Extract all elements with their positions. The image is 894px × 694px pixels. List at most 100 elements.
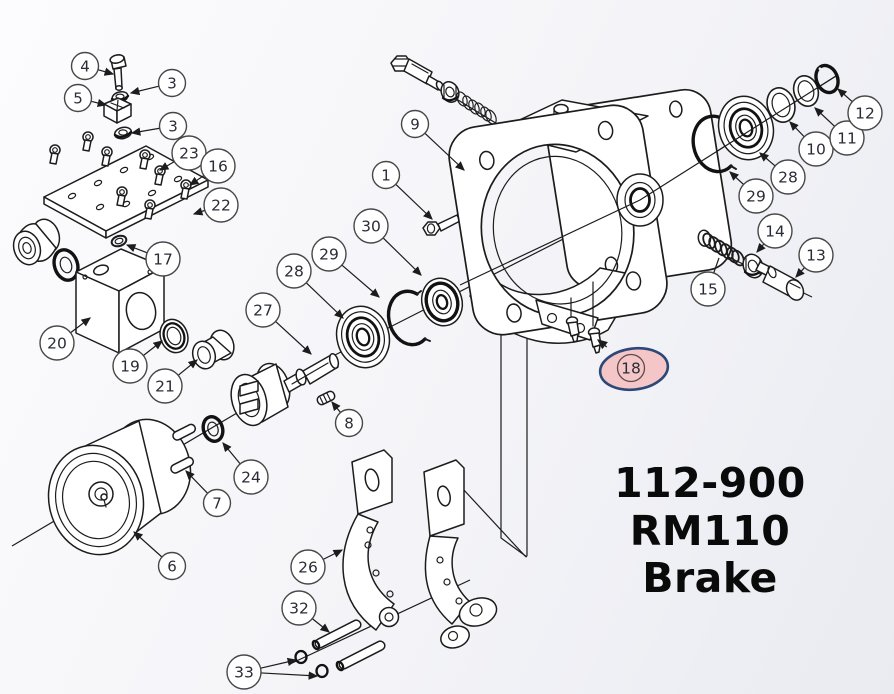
callout-8[interactable]: 8: [331, 401, 364, 438]
part-oring-17: [110, 234, 128, 248]
part-pin-7a: [172, 423, 197, 441]
parts-layer: [12, 54, 840, 679]
callout-14[interactable]: 14: [756, 213, 793, 253]
callout-7[interactable]: 7: [185, 470, 232, 518]
part-brake-drum-6: [47, 418, 192, 556]
callout-23[interactable]: 23: [158, 135, 207, 171]
callout-28[interactable]: 28: [759, 152, 806, 195]
callout-22[interactable]: 22: [192, 187, 239, 223]
callout-26[interactable]: 26: [290, 549, 344, 585]
svg-text:24: 24: [241, 469, 261, 487]
part-bearing-28-right: [717, 95, 775, 161]
part-ring-10: [766, 87, 796, 123]
part-housing-9: [448, 88, 733, 344]
diagram-title: 112-900 RM110 Brake: [560, 459, 860, 603]
callout-6[interactable]: 6: [133, 531, 187, 581]
part-seal-ring-dark: [52, 248, 80, 282]
svg-text:16: 16: [208, 158, 228, 176]
part-valve-spring: [456, 91, 497, 125]
part-piston: [12, 218, 61, 266]
callout-4[interactable]: 4: [70, 51, 115, 81]
part-bolt-4: [109, 54, 127, 91]
svg-text:3: 3: [168, 117, 178, 135]
part-oring-24: [201, 415, 225, 443]
callout-3[interactable]: 3: [130, 111, 188, 141]
callout-12[interactable]: 12: [837, 88, 883, 131]
part-nut-5: [103, 97, 132, 124]
part-pin-7b: [170, 456, 195, 474]
callout-27[interactable]: 27: [245, 292, 312, 355]
svg-text:19: 19: [120, 358, 140, 376]
callout-33[interactable]: 33: [226, 654, 319, 690]
part-spring-15: [702, 232, 745, 267]
svg-text:13: 13: [806, 247, 826, 265]
svg-text:5: 5: [73, 89, 83, 107]
part-circlip-29-left: [386, 289, 431, 347]
callout-3[interactable]: 3: [129, 68, 187, 98]
callout-11[interactable]: 11: [814, 107, 865, 156]
svg-text:9: 9: [410, 115, 420, 133]
svg-text:7: 7: [212, 494, 222, 512]
part-bolt-13: [755, 261, 805, 301]
part-pin-32a: [311, 619, 362, 651]
part-seal-30: [420, 277, 464, 327]
svg-text:28: 28: [778, 169, 798, 187]
callout-layer: 4353231622172019216724272829308192632331…: [39, 51, 883, 690]
callout-1[interactable]: 1: [371, 160, 433, 220]
highlighted-callout-18[interactable]: 18: [596, 339, 670, 393]
callout-19[interactable]: 19: [112, 340, 163, 384]
svg-text:20: 20: [47, 335, 67, 353]
part-cap-21: [191, 329, 235, 370]
callout-20[interactable]: 20: [39, 317, 91, 361]
callout-28[interactable]: 28: [276, 253, 344, 319]
svg-text:29: 29: [746, 188, 766, 206]
callout-29[interactable]: 29: [311, 236, 380, 298]
part-valve-nut: [440, 81, 460, 103]
part-bearing-28-left: [335, 305, 391, 369]
overlay-layer: [459, 75, 837, 286]
svg-text:3: 3: [167, 74, 177, 92]
callout-5[interactable]: 5: [63, 83, 108, 113]
callout-15[interactable]: 15: [690, 257, 726, 307]
callout-24[interactable]: 24: [222, 442, 269, 495]
svg-text:14: 14: [765, 223, 785, 241]
part-brake-shoe-right-26: [423, 459, 498, 649]
part-screws-18: [565, 281, 602, 354]
svg-text:6: 6: [167, 557, 177, 575]
part-plate-bolts: [49, 131, 192, 220]
callout-17[interactable]: 17: [125, 241, 181, 277]
callout-29[interactable]: 29: [729, 171, 774, 214]
callout-13[interactable]: 13: [795, 237, 834, 278]
svg-text:27: 27: [253, 302, 273, 320]
svg-text:10: 10: [806, 141, 826, 159]
part-key-8: [316, 390, 336, 406]
svg-text:18: 18: [621, 360, 641, 378]
svg-text:1: 1: [381, 166, 391, 184]
svg-text:23: 23: [179, 145, 199, 163]
diagram-title-line1: 112-900: [614, 459, 806, 507]
svg-text:33: 33: [234, 664, 254, 682]
svg-text:28: 28: [284, 263, 304, 281]
svg-text:17: 17: [153, 251, 173, 269]
part-pin-32b: [335, 640, 386, 672]
part-bolt-1: [422, 214, 461, 236]
part-coupling-shaft-27: [230, 352, 340, 427]
callout-16[interactable]: 16: [189, 148, 236, 186]
callout-9[interactable]: 9: [400, 109, 465, 171]
callout-30[interactable]: 30: [353, 208, 422, 276]
part-washer-3-lower: [113, 126, 133, 140]
svg-text:32: 32: [289, 600, 309, 618]
callout-10[interactable]: 10: [789, 121, 834, 167]
callout-21[interactable]: 21: [147, 359, 198, 404]
diagram-title-line2: RM110 Brake: [629, 506, 791, 603]
callout-32[interactable]: 32: [281, 590, 330, 633]
part-retaining-ring-12: [814, 63, 840, 95]
svg-text:12: 12: [855, 105, 875, 123]
part-orings-33: [294, 649, 329, 679]
svg-text:26: 26: [298, 559, 318, 577]
svg-text:4: 4: [80, 57, 90, 75]
svg-text:30: 30: [361, 218, 381, 236]
svg-text:8: 8: [344, 414, 354, 432]
